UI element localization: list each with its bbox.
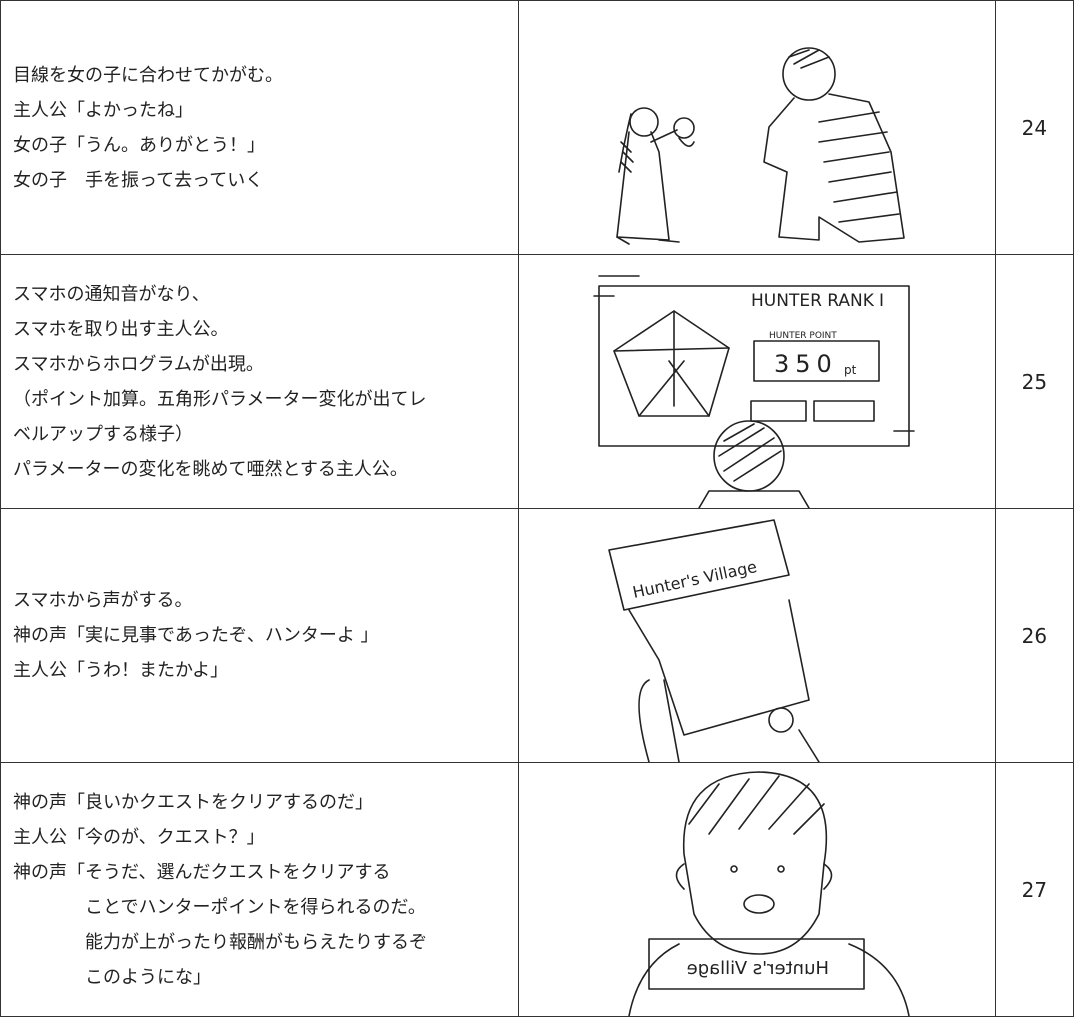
description-line: 能力が上がったり報酬がもらえたりするぞ (13, 931, 427, 953)
hunter-point-unit: pt (844, 363, 857, 377)
scene-number: 27 (994, 762, 1074, 1017)
scene-number: 24 (994, 0, 1074, 255)
storyboard-row: 神の声「良いかクエストをクリアするのだ」 主人公「今のが、クエスト？」 神の声「… (0, 762, 1074, 1017)
storyboard-row: 目線を女の子に合わせてかがむ。 主人公「よかったね」 女の子「うん。ありがとう！… (0, 0, 1074, 255)
scene-description: スマホから声がする。 神の声「実に見事であったぞ、ハンターよ 」 主人公「うわ！… (0, 508, 519, 763)
hunter-rank-value: I (879, 291, 884, 311)
scene-number: 25 (994, 254, 1074, 509)
description-line: このようにな」 (13, 966, 211, 988)
scene-sketch (517, 0, 996, 255)
description-line: スマホから声がする。 (13, 590, 193, 611)
description-line: 神の声「実に見事であったぞ、ハンターよ 」 (13, 625, 379, 646)
description-line: スマホからホログラムが出現。 (13, 353, 264, 375)
description-line: パラメーターの変化を眺めて唖然とする主人公。 (13, 458, 408, 480)
scene-sketch: Hunter's Village (517, 508, 996, 763)
app-name-logo: Hunter's Village (686, 958, 828, 979)
scene-description: スマホの通知音がなり、 スマホを取り出す主人公。 スマホからホログラムが出現。 … (0, 254, 519, 509)
hunter-rank-label: HUNTER RANK (751, 291, 875, 311)
description-line: 神の声「そうだ、選んだクエストをクリアする (13, 861, 391, 883)
description-line: ベルアップする様子） (13, 423, 193, 445)
description-line: スマホを取り出す主人公。 (13, 318, 229, 340)
hunter-point-label: HUNTER POINT (769, 331, 837, 341)
sketch-girl-and-hero (615, 46, 905, 245)
description-line: 主人公「うわ！またかよ」 (13, 660, 229, 681)
description-line: 主人公「よかったね」 (13, 99, 193, 121)
description-line: 女の子「うん。ありがとう！」 (13, 134, 265, 156)
sketch-hologram: HUNTER RANK I HUNTER POINT 350 pt (592, 274, 915, 508)
scene-description: 神の声「良いかクエストをクリアするのだ」 主人公「今のが、クエスト？」 神の声「… (0, 762, 519, 1017)
description-line: 神の声「良いかクエストをクリアするのだ」 (13, 791, 373, 813)
description-line: ことでハンターポイントを得られるのだ。 (13, 896, 426, 918)
scene-sketch: Hunter's Village (517, 762, 996, 1017)
sketch-hero-face: Hunter's Village (627, 770, 910, 1016)
description-line: スマホの通知音がなり、 (13, 283, 210, 305)
description-line: 女の子 手を振って去っていく (13, 169, 264, 191)
hunter-point-value: 350 (774, 350, 838, 378)
description-line: 目線を女の子に合わせてかがむ。 (13, 64, 283, 86)
storyboard-row: スマホの通知音がなり、 スマホを取り出す主人公。 スマホからホログラムが出現。 … (0, 254, 1074, 509)
scene-sketch: HUNTER RANK I HUNTER POINT 350 pt (517, 254, 996, 509)
scene-number: 26 (994, 508, 1074, 763)
description-line: （ポイント加算。五角形パラメーター変化が出てレ (13, 388, 427, 410)
description-line: 主人公「今のが、クエスト？」 (13, 826, 265, 848)
scene-description: 目線を女の子に合わせてかがむ。 主人公「よかったね」 女の子「うん。ありがとう！… (0, 0, 519, 255)
storyboard-row: スマホから声がする。 神の声「実に見事であったぞ、ハンターよ 」 主人公「うわ！… (0, 508, 1074, 763)
sketch-phone-app: Hunter's Village (607, 518, 820, 762)
